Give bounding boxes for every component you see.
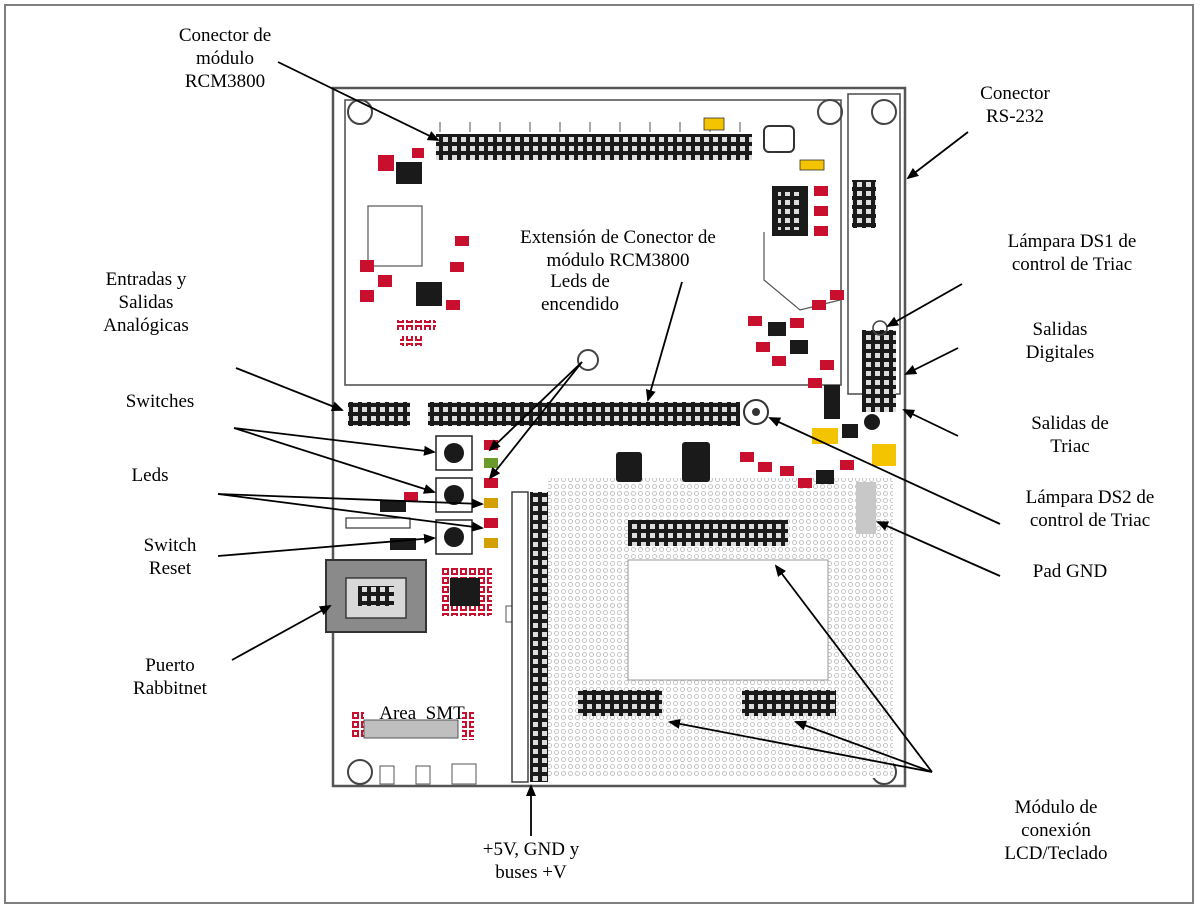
arrow-lamp-ds1: [888, 284, 962, 326]
arrow-pad-gnd: [878, 522, 1000, 576]
arrow-reset: [218, 538, 434, 556]
arrow-rabbitnet: [232, 606, 330, 660]
arrow-digital-out: [906, 348, 958, 374]
label-smt-area: Area SMT: [352, 656, 492, 771]
label-pad-gnd: Pad GND: [1000, 560, 1140, 583]
label-switches: Switches: [90, 390, 230, 413]
arrow-lamp-ds2: [770, 418, 1000, 524]
arrow-lcd-1: [776, 566, 932, 772]
label-leds: Leds: [110, 464, 190, 487]
arrow-analog-io: [236, 368, 342, 410]
arrow-power-leds-1: [490, 362, 582, 450]
arrow-triac-out: [904, 410, 958, 436]
arrow-power-leds-2: [490, 362, 582, 478]
arrow-lcd-2: [670, 722, 932, 772]
arrow-switches-1: [234, 428, 434, 452]
arrow-extension: [648, 282, 682, 400]
arrow-lcd-3: [796, 722, 932, 772]
arrow-rs232: [908, 132, 968, 178]
arrow-rcm-connector: [278, 62, 438, 140]
arrow-switches-2: [234, 428, 434, 492]
